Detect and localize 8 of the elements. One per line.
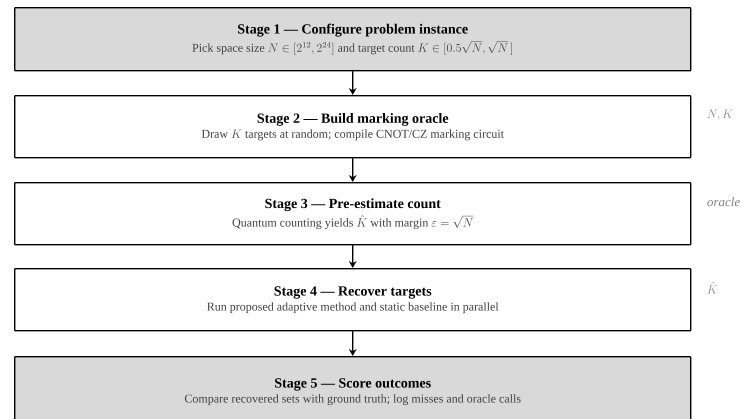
stage-box: Stage 2 — Build marking oracle $\text{Draw } K \text{ targets at random; compile CNOT/CZ marking circuit}$ [14, 95, 692, 158]
side-label: $N, K$ [707, 109, 733, 120]
stage-box: Stage 3 — Pre-estimate count $\text{Quantum counting yields } \hat{K} \text{ with margin } \varepsilon = \sqrt{N}$ [14, 182, 692, 246]
side-label: $\hat{K}$ [707, 282, 718, 294]
stage-box: Stage 1 — Configure problem instance $\text{Pick space size } N \in [2^{12}, 2^{24}] \text{ and target count } K \in [0.5\sqrt{N}, \sqrt{N}\,]$ [14, 7, 692, 72]
stage-box: Stage 4 — Recover targets Run proposed adaptive method and static baseline in parallel [14, 268, 692, 332]
side-label: $\mathit{oracle}$ [707, 197, 740, 206]
stage-box: Stage 5 — Score outcomes Compare recovered sets with ground truth; log misses and oracle calls [14, 356, 692, 419]
